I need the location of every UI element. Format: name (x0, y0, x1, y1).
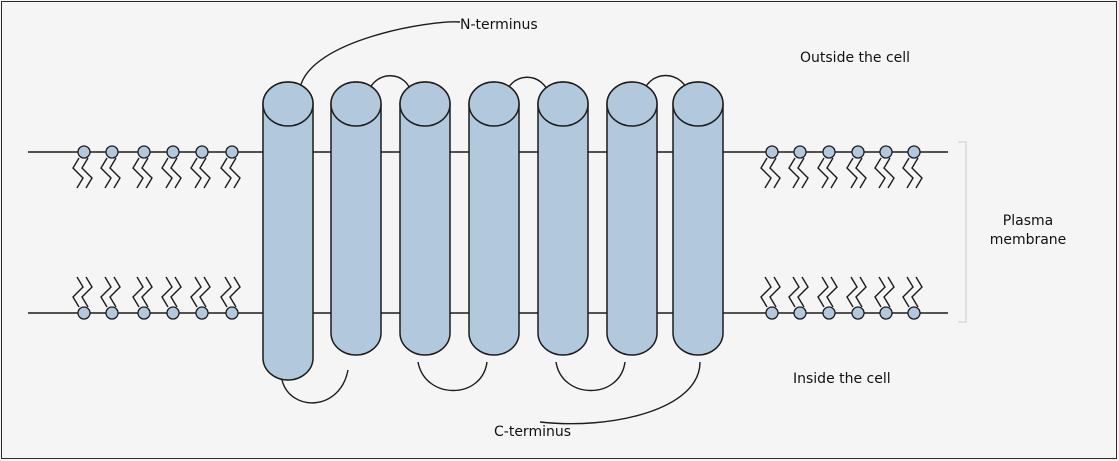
lipid-head (908, 307, 920, 319)
transmembrane-helices (263, 82, 723, 380)
lipid-tail (162, 158, 181, 188)
helix-top-cap (400, 82, 450, 126)
lipid-head (766, 146, 778, 158)
outside-cell-label: Outside the cell (800, 50, 910, 66)
inside-cell-label: Inside the cell (793, 371, 891, 387)
lipid-head (138, 146, 150, 158)
lipid-head (823, 146, 835, 158)
lipid-head (167, 307, 179, 319)
lipid-head (880, 146, 892, 158)
helix-top-cap (331, 82, 381, 126)
lipid-tail (101, 158, 120, 188)
lipid-head (880, 307, 892, 319)
lipid-tail (133, 158, 152, 188)
lipid-tail (789, 158, 808, 188)
helix-top-cap (263, 82, 313, 126)
helix-top-cap (673, 82, 723, 126)
lipid-tail (73, 158, 92, 188)
lipid-tail (761, 158, 780, 188)
n-terminus-label: N-terminus (460, 17, 538, 33)
lipid-head (78, 146, 90, 158)
membrane-bracket (958, 142, 966, 322)
lipid-tail (847, 158, 866, 188)
intracellular-loop (556, 362, 625, 391)
plasma-membrane-label-line2: membrane (985, 232, 1071, 248)
lipid-tail (761, 277, 780, 307)
lipid-head (766, 307, 778, 319)
lipid-head (196, 146, 208, 158)
lipid-head (852, 307, 864, 319)
lipid-tail (789, 277, 808, 307)
lipid-head (226, 307, 238, 319)
lipid-tail (221, 158, 240, 188)
lipid-head (196, 307, 208, 319)
lipid-tail (191, 277, 210, 307)
helix-top-cap (469, 82, 519, 126)
intracellular-loop (418, 362, 487, 391)
lipid-tail (818, 277, 837, 307)
lipid-tail (191, 158, 210, 188)
lipid-head (794, 307, 806, 319)
helix-top-cap (538, 82, 588, 126)
lipid-tail (221, 277, 240, 307)
lipid-head (106, 307, 118, 319)
lipid-head (823, 307, 835, 319)
lipid-head (106, 146, 118, 158)
lipid-head (908, 146, 920, 158)
c-terminus-chain (540, 362, 700, 424)
lipid-tail (73, 277, 92, 307)
lipid-tail (818, 158, 837, 188)
lipid-head (226, 146, 238, 158)
lipid-tail (162, 277, 181, 307)
lipid-head (167, 146, 179, 158)
lipid-head (138, 307, 150, 319)
lipid-tail (903, 158, 922, 188)
lipid-head (852, 146, 864, 158)
lipid-head (794, 146, 806, 158)
lipid-tail (875, 277, 894, 307)
lipid-tail (847, 277, 866, 307)
plasma-membrane-label-line1: Plasma (985, 213, 1071, 229)
lipid-tail (903, 277, 922, 307)
membrane-bracket-line (958, 142, 966, 322)
lipid-head (78, 307, 90, 319)
lipid-tail (133, 277, 152, 307)
c-terminus-label: C-terminus (494, 424, 571, 440)
lipid-tail (875, 158, 894, 188)
lipid-tail (101, 277, 120, 307)
helix-top-cap (607, 82, 657, 126)
